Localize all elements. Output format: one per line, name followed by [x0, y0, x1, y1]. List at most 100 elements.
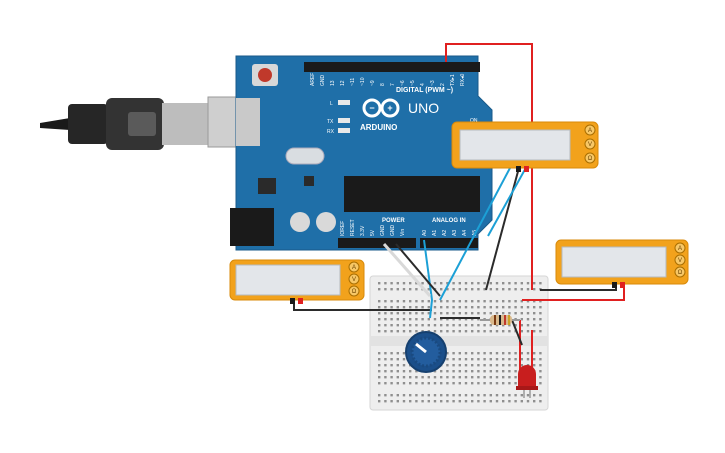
breadboard-hole[interactable] [489, 288, 492, 291]
breadboard-hole[interactable] [483, 282, 486, 285]
breadboard-hole[interactable] [520, 288, 523, 291]
terminal-v-label[interactable]: V [588, 142, 592, 148]
breadboard-hole[interactable] [402, 318, 406, 321]
breadboard-hole[interactable] [495, 352, 499, 355]
breadboard-hole[interactable] [514, 370, 517, 373]
breadboard-hole[interactable] [390, 330, 393, 333]
breadboard-hole[interactable] [489, 306, 492, 309]
terminal-a-label[interactable]: A [352, 265, 356, 271]
breadboard-hole[interactable] [502, 306, 505, 309]
breadboard-hole[interactable] [508, 394, 511, 397]
breadboard-hole[interactable] [495, 330, 499, 333]
breadboard-hole[interactable] [402, 288, 406, 291]
breadboard-hole[interactable] [483, 376, 486, 379]
breadboard-hole[interactable] [471, 330, 474, 333]
breadboard-hole[interactable] [415, 312, 418, 315]
breadboard-hole[interactable] [421, 394, 424, 397]
breadboard-hole[interactable] [446, 352, 449, 355]
breadboard-hole[interactable] [409, 312, 412, 315]
breadboard-hole[interactable] [458, 400, 461, 403]
breadboard-hole[interactable] [526, 352, 530, 355]
probe-black[interactable] [516, 166, 521, 172]
breadboard-hole[interactable] [384, 282, 387, 285]
breadboard-hole[interactable] [526, 358, 530, 361]
breadboard-hole[interactable] [396, 370, 399, 373]
breadboard-hole[interactable] [489, 312, 492, 315]
breadboard-hole[interactable] [477, 358, 480, 361]
breadboard-hole[interactable] [452, 394, 455, 397]
breadboard-hole[interactable] [483, 382, 486, 385]
terminal-a-label[interactable]: A [588, 128, 592, 134]
breadboard-hole[interactable] [427, 324, 430, 327]
breadboard-hole[interactable] [477, 370, 480, 373]
breadboard-hole[interactable] [477, 312, 480, 315]
breadboard-hole[interactable] [502, 282, 505, 285]
breadboard-hole[interactable] [396, 400, 399, 403]
breadboard-hole[interactable] [464, 382, 468, 385]
breadboard-hole[interactable] [508, 306, 511, 309]
breadboard-hole[interactable] [508, 300, 511, 303]
breadboard-hole[interactable] [502, 364, 505, 367]
breadboard-hole[interactable] [514, 382, 517, 385]
multimeter-right[interactable]: A V Ω [555, 239, 689, 288]
breadboard-hole[interactable] [464, 364, 468, 367]
breadboard-hole[interactable] [483, 358, 486, 361]
breadboard-hole[interactable] [458, 364, 461, 367]
breadboard-hole[interactable] [415, 300, 418, 303]
breadboard-hole[interactable] [402, 306, 406, 309]
breadboard-hole[interactable] [446, 330, 449, 333]
breadboard-hole[interactable] [415, 324, 418, 327]
breadboard-hole[interactable] [446, 312, 449, 315]
breadboard-hole[interactable] [483, 306, 486, 309]
breadboard-hole[interactable] [402, 330, 406, 333]
breadboard-hole[interactable] [495, 300, 499, 303]
terminal-ohm-label[interactable]: Ω [678, 270, 683, 276]
breadboard-hole[interactable] [489, 330, 492, 333]
breadboard-hole[interactable] [421, 382, 424, 385]
breadboard-hole[interactable] [409, 324, 412, 327]
breadboard-hole[interactable] [477, 382, 480, 385]
terminal-v-label[interactable]: V [678, 258, 682, 264]
breadboard-hole[interactable] [508, 370, 511, 373]
breadboard-hole[interactable] [402, 300, 406, 303]
breadboard-hole[interactable] [477, 376, 480, 379]
breadboard-hole[interactable] [458, 382, 461, 385]
breadboard-hole[interactable] [495, 382, 499, 385]
breadboard-hole[interactable] [539, 318, 542, 321]
breadboard-hole[interactable] [502, 394, 505, 397]
blue-wire[interactable] [423, 239, 434, 319]
breadboard-hole[interactable] [427, 400, 430, 403]
breadboard-hole[interactable] [427, 394, 430, 397]
breadboard-hole[interactable] [489, 382, 492, 385]
breadboard-hole[interactable] [440, 282, 443, 285]
breadboard-hole[interactable] [464, 330, 468, 333]
breadboard-hole[interactable] [489, 370, 492, 373]
breadboard-hole[interactable] [539, 376, 542, 379]
blue-wire[interactable] [487, 163, 529, 237]
breadboard-hole[interactable] [390, 312, 393, 315]
breadboard-hole[interactable] [533, 288, 536, 291]
breadboard-hole[interactable] [520, 300, 523, 303]
breadboard-hole[interactable] [384, 324, 387, 327]
breadboard-hole[interactable] [384, 330, 387, 333]
breadboard-hole[interactable] [533, 318, 536, 321]
breadboard-hole[interactable] [458, 318, 461, 321]
breadboard-hole[interactable] [415, 394, 418, 397]
breadboard-hole[interactable] [514, 352, 517, 355]
breadboard-hole[interactable] [440, 306, 443, 309]
breadboard-hole[interactable] [464, 318, 468, 321]
usb-cable[interactable] [40, 96, 241, 150]
breadboard-hole[interactable] [483, 324, 486, 327]
breadboard-hole[interactable] [421, 330, 424, 333]
multimeter-left[interactable]: A V Ω [229, 259, 365, 304]
breadboard-hole[interactable] [477, 318, 480, 321]
breadboard-hole[interactable] [533, 330, 536, 333]
breadboard-hole[interactable] [477, 306, 480, 309]
breadboard-hole[interactable] [440, 382, 443, 385]
breadboard-hole[interactable] [390, 400, 393, 403]
breadboard-hole[interactable] [415, 330, 418, 333]
breadboard-hole[interactable] [421, 318, 424, 321]
breadboard-hole[interactable] [390, 352, 393, 355]
breadboard-hole[interactable] [477, 364, 480, 367]
